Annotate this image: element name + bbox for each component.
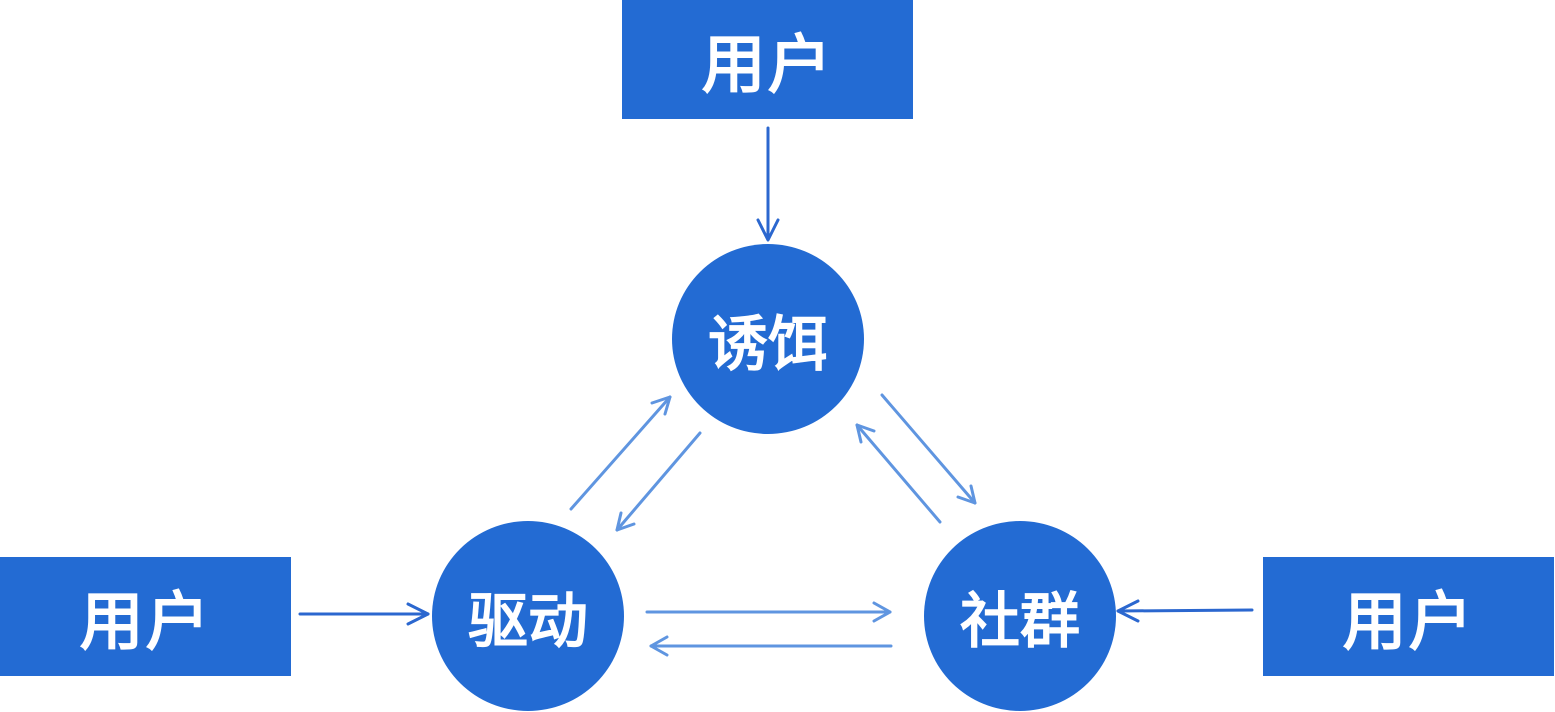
bait-node: 诱饵 [672,244,864,434]
arrow-community-to-bait [855,423,942,524]
user-box-left-label: 用户 [79,585,212,660]
arrow-bait-to-community-head [956,484,977,505]
arrow-community-to-drive-head [649,635,669,657]
user-box-top: 用户 [622,0,913,119]
user-box-left: 用户 [0,557,291,676]
arrow-drive-to-bait [569,395,672,511]
arrow-community-to-bait-head [855,423,876,444]
arrow-bait-to-community [880,393,977,505]
community-node-label: 社群 [960,586,1080,657]
arrow-user-top-to-bait-head [756,218,780,242]
bait-node-label: 诱饵 [708,309,828,380]
arrow-user-right-to-community-head [1116,599,1140,623]
drive-node: 驱动 [432,521,624,711]
user-box-top-label: 用户 [701,28,834,103]
user-box-right-label: 用户 [1342,585,1475,660]
user-box-right: 用户 [1263,557,1554,676]
arrow-user-right-to-community [1116,608,1254,613]
arrow-user-left-to-drive-head [406,602,430,626]
arrow-drive-to-bait-head [650,395,672,416]
arrow-bait-to-drive [615,431,702,532]
arrow-drive-to-community-head [872,601,892,623]
community-node: 社群 [924,521,1116,711]
arrow-bait-to-drive-head [615,511,636,532]
drive-node-label: 驱动 [468,586,588,657]
